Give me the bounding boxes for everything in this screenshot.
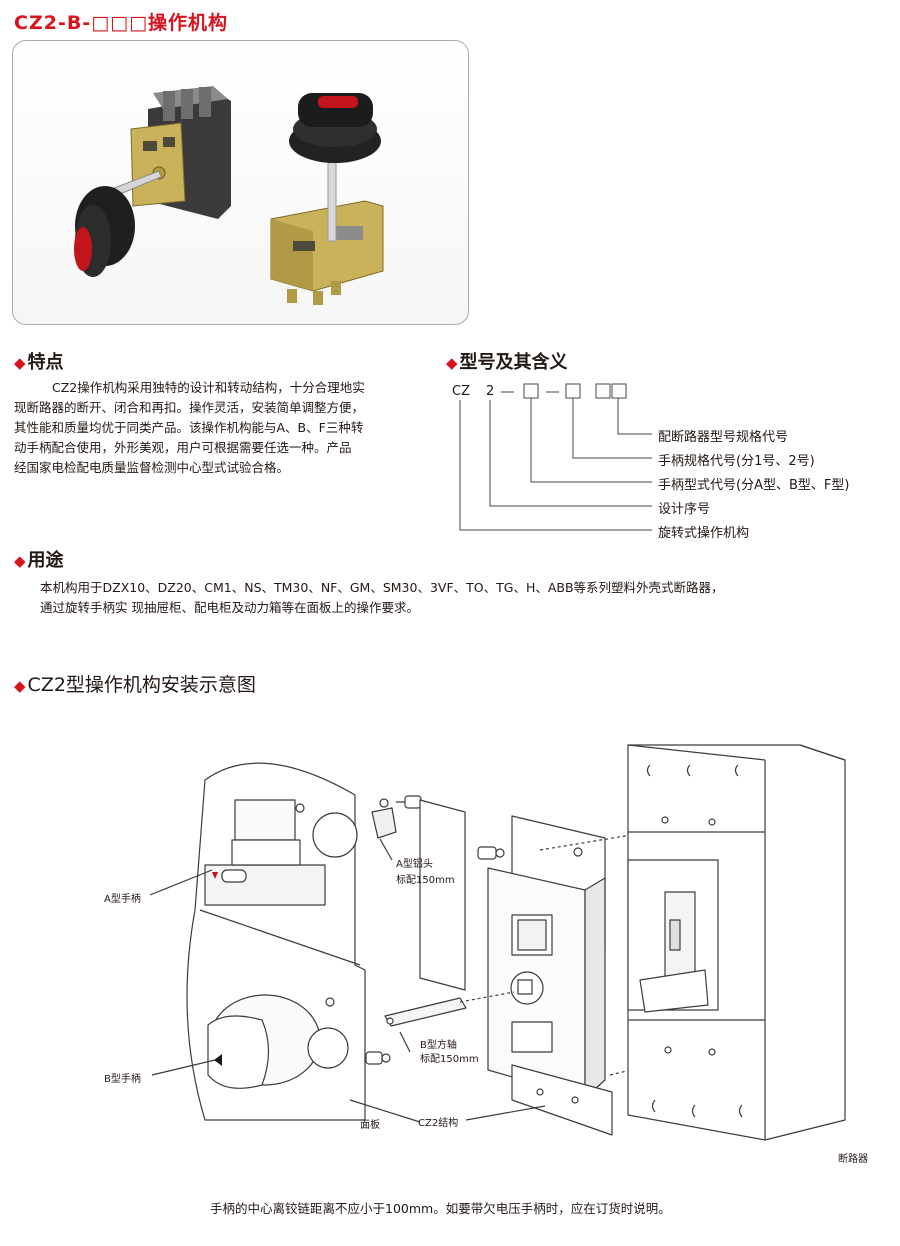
features-line: 动手柄配合使用，外形美观，用户可根据需要任选一种。产品 <box>14 440 352 455</box>
product-right <box>270 93 384 305</box>
diagram-heading: ◆CZ2型操作机构安装示意图 <box>14 670 256 697</box>
label-breaker: 断路器 <box>838 1154 868 1165</box>
footnote: 手柄的中心离铰链距离不应小于100mm。如要带欠电压手柄时，应在订货时说明。 <box>210 1201 671 1216</box>
features-heading: ◆特点 <box>14 348 64 374</box>
label-panel: 面板 <box>360 1120 380 1131</box>
model-label-handle-size: 手柄规格代号(分1号、2号) <box>658 454 815 469</box>
product-left <box>74 86 231 277</box>
usage-line: 本机构用于DZX10、DZ20、CM1、NS、TM30、NF、GM、SM30、3… <box>40 580 724 595</box>
page-title: CZ2-B-□□□操作机构 <box>14 12 229 34</box>
model-code-2: 2 <box>486 384 495 399</box>
diamond-icon: ◆ <box>446 354 458 372</box>
model-label-rotary: 旋转式操作机构 <box>658 526 750 541</box>
diamond-icon: ◆ <box>14 677 26 695</box>
model-label-breaker-spec: 配断路器型号规格代号 <box>658 430 789 445</box>
product-photo <box>12 40 469 325</box>
label-cz2: CZ2结构 <box>418 1118 459 1129</box>
model-diagram <box>459 383 652 531</box>
diagram-title: CZ2型操作机构安装示意图 <box>27 674 256 696</box>
model-label-design-no: 设计序号 <box>658 502 711 517</box>
features-line: 其性能和质量均优于同类产品。该操作机构能与A、B、F三种转 <box>14 420 364 435</box>
label-b-shaft-std: 标配150mm <box>420 1054 479 1065</box>
label-b-handle: B型手柄 <box>104 1074 141 1085</box>
usage-line: 通过旋转手柄实 现抽屉柜、配电柜及动力箱等在面板上的操作要求。 <box>40 600 419 615</box>
installation-diagram <box>149 744 846 1141</box>
model-title: 型号及其含义 <box>459 352 568 373</box>
features-line: 经国家电检配电质量监督检测中心型式试验合格。 <box>14 460 290 475</box>
usage-text: 本机构用于DZX10、DZ20、CM1、NS、TM30、NF、GM、SM30、3… <box>40 578 890 618</box>
diamond-icon: ◆ <box>14 354 26 372</box>
model-code-cz: CZ <box>452 384 470 399</box>
product-photo-illustration <box>74 86 384 305</box>
label-a-head: A型铝头 <box>396 859 433 870</box>
usage-heading: ◆用途 <box>14 546 64 572</box>
features-title: 特点 <box>27 352 64 373</box>
features-line: CZ2操作机构采用独特的设计和转动结构，十分合理地实 <box>52 380 365 395</box>
diamond-icon: ◆ <box>14 552 26 570</box>
features-line: 现断路器的断开、闭合和再扣。操作灵活，安装简单调整方便， <box>14 400 365 415</box>
label-b-shaft: B型方轴 <box>420 1040 457 1051</box>
label-a-handle: A型手柄 <box>104 894 141 905</box>
model-heading: ◆型号及其含义 <box>446 348 568 374</box>
usage-title: 用途 <box>27 550 64 571</box>
model-label-handle-type: 手柄型式代号(分A型、B型、F型) <box>658 478 850 493</box>
features-text: CZ2操作机构采用独特的设计和转动结构，十分合理地实 现断路器的断开、闭合和再扣… <box>14 378 444 478</box>
label-a-head-std: 标配150mm <box>396 875 455 886</box>
